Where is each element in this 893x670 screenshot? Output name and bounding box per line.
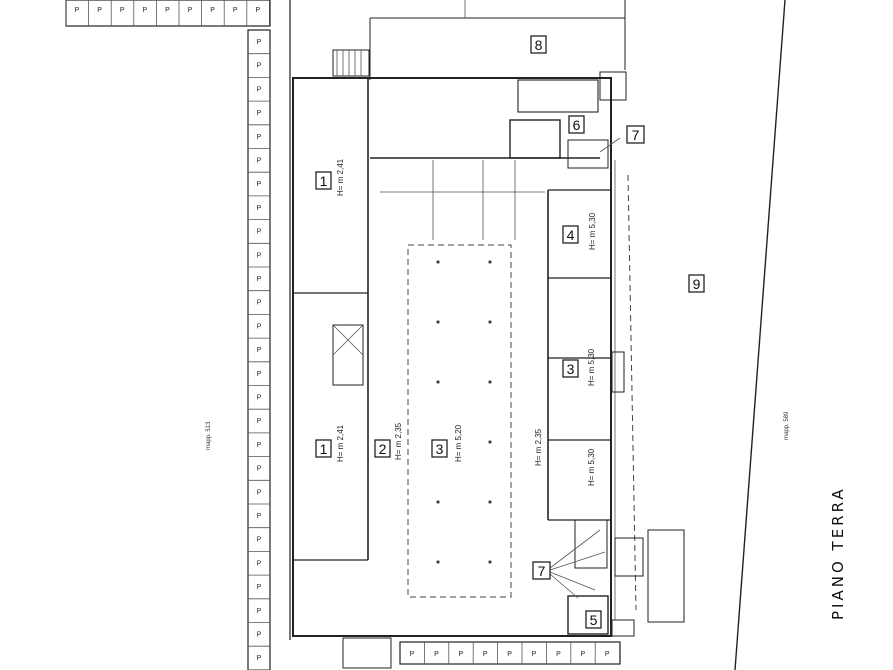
parking-stall-label: P xyxy=(434,651,439,658)
height-4: H= m 5,30 xyxy=(588,212,597,250)
parking-stall-label: P xyxy=(257,39,262,46)
room-8-number: 8 xyxy=(535,37,543,53)
parking-stall-label: P xyxy=(257,560,262,567)
parking-stall-label: P xyxy=(257,655,262,662)
room-1a-number: 1 xyxy=(320,173,328,189)
map-label-east: mapp. 589 xyxy=(784,411,790,440)
room-7a-number: 7 xyxy=(632,127,640,143)
height-1a: H= m 2,41 xyxy=(336,158,345,196)
parking-stall-label: P xyxy=(257,608,262,615)
parking-stall-label: P xyxy=(257,513,262,520)
column-marker xyxy=(436,260,440,264)
column-marker xyxy=(488,380,492,384)
column-marker xyxy=(436,560,440,564)
parking-stall-label: P xyxy=(165,7,170,14)
parking-stall-label: P xyxy=(257,584,262,591)
parking-stall-label: P xyxy=(257,276,262,283)
central-area-outline xyxy=(407,244,512,598)
room-5-number: 5 xyxy=(590,612,598,628)
room-3b-number: 3 xyxy=(567,361,575,377)
parking-stall-label: P xyxy=(210,7,215,14)
column-markers xyxy=(436,260,492,564)
room-6-number: 6 xyxy=(573,117,581,133)
parking-stalls: P P P P P P P P P P P P P P P P P P P P P P P P P P P P P P P P P P P P P P P P… xyxy=(75,0,620,670)
column-marker xyxy=(436,380,440,384)
annex-rooms xyxy=(567,139,685,637)
parking-stall-label: P xyxy=(507,651,512,658)
parking-stall-label: P xyxy=(257,632,262,639)
parking-stall-label: P xyxy=(257,229,262,236)
parking-stall-label: P xyxy=(257,442,262,449)
height-3-right: H= m 2,35 xyxy=(534,428,543,466)
parking-stall-label: P xyxy=(556,651,561,658)
parking-stall-label: P xyxy=(75,7,80,14)
parking-stall-label: P xyxy=(257,537,262,544)
height-3b: H= m 5,30 xyxy=(587,348,596,386)
parking-stall-label: P xyxy=(257,134,262,141)
parking-stall-label: P xyxy=(142,7,147,14)
parking-stall-label: P xyxy=(458,651,463,658)
parking-stall-label: P xyxy=(257,181,262,188)
parking-stall-label: P xyxy=(532,651,537,658)
parking-stall-label: P xyxy=(233,7,238,14)
height-2: H= m 2,35 xyxy=(394,422,403,460)
parking-stall-label: P xyxy=(257,63,262,70)
parking-stall-label: P xyxy=(257,323,262,330)
parking-stall-label: P xyxy=(257,371,262,378)
parking-column-left xyxy=(247,29,271,670)
room-2-number: 2 xyxy=(379,441,387,457)
parking-stall-label: P xyxy=(97,7,102,14)
parking-stall-label: P xyxy=(257,110,262,117)
room-7b-number: 7 xyxy=(538,563,546,579)
room-1b-number: 1 xyxy=(320,441,328,457)
parking-stall-label: P xyxy=(410,651,415,658)
room-3-number: 3 xyxy=(436,441,444,457)
parking-stall-label: P xyxy=(257,86,262,93)
room-labels: 1 1 2 3 3 4 5 6 7 7 8 9 xyxy=(315,35,705,629)
parking-stall-label: P xyxy=(257,252,262,259)
parking-stall-label: P xyxy=(257,489,262,496)
parking-stall-label: P xyxy=(483,651,488,658)
column-marker xyxy=(436,320,440,324)
parking-stall-label: P xyxy=(188,7,193,14)
parking-stall-label: P xyxy=(257,347,262,354)
column-marker xyxy=(436,500,440,504)
parking-row-bottom xyxy=(399,641,621,665)
room-4-number: 4 xyxy=(567,227,575,243)
floor-title: PIANO TERRA xyxy=(829,486,847,620)
parking-stall-label: P xyxy=(605,651,610,658)
parking-stall-label: P xyxy=(120,7,125,14)
column-marker xyxy=(488,260,492,264)
parking-stall-label: P xyxy=(257,300,262,307)
property-lines xyxy=(289,0,786,670)
column-marker xyxy=(488,440,492,444)
parking-stall-label: P xyxy=(257,158,262,165)
parking-stall-label: P xyxy=(257,205,262,212)
parking-row-top xyxy=(65,0,271,27)
map-label-west: mapp. 513 xyxy=(206,421,212,450)
column-marker xyxy=(488,320,492,324)
height-annotations: H= m 2,41 H= m 2,41 H= m 2,35 H= m 5,20 … xyxy=(336,158,597,486)
parking-stall-label: P xyxy=(257,418,262,425)
column-marker xyxy=(488,500,492,504)
parking-stall-label: P xyxy=(255,7,260,14)
height-3c: H= m 5,30 xyxy=(587,448,596,486)
parking-stall-label: P xyxy=(257,466,262,473)
parking-stall-label: P xyxy=(580,651,585,658)
column-marker xyxy=(488,560,492,564)
height-1b: H= m 2,41 xyxy=(336,424,345,462)
parking-stall-label: P xyxy=(257,395,262,402)
height-3: H= m 5,20 xyxy=(454,424,463,462)
room-9-number: 9 xyxy=(693,276,701,292)
stairs xyxy=(332,49,627,669)
pointer-lines xyxy=(549,137,621,599)
